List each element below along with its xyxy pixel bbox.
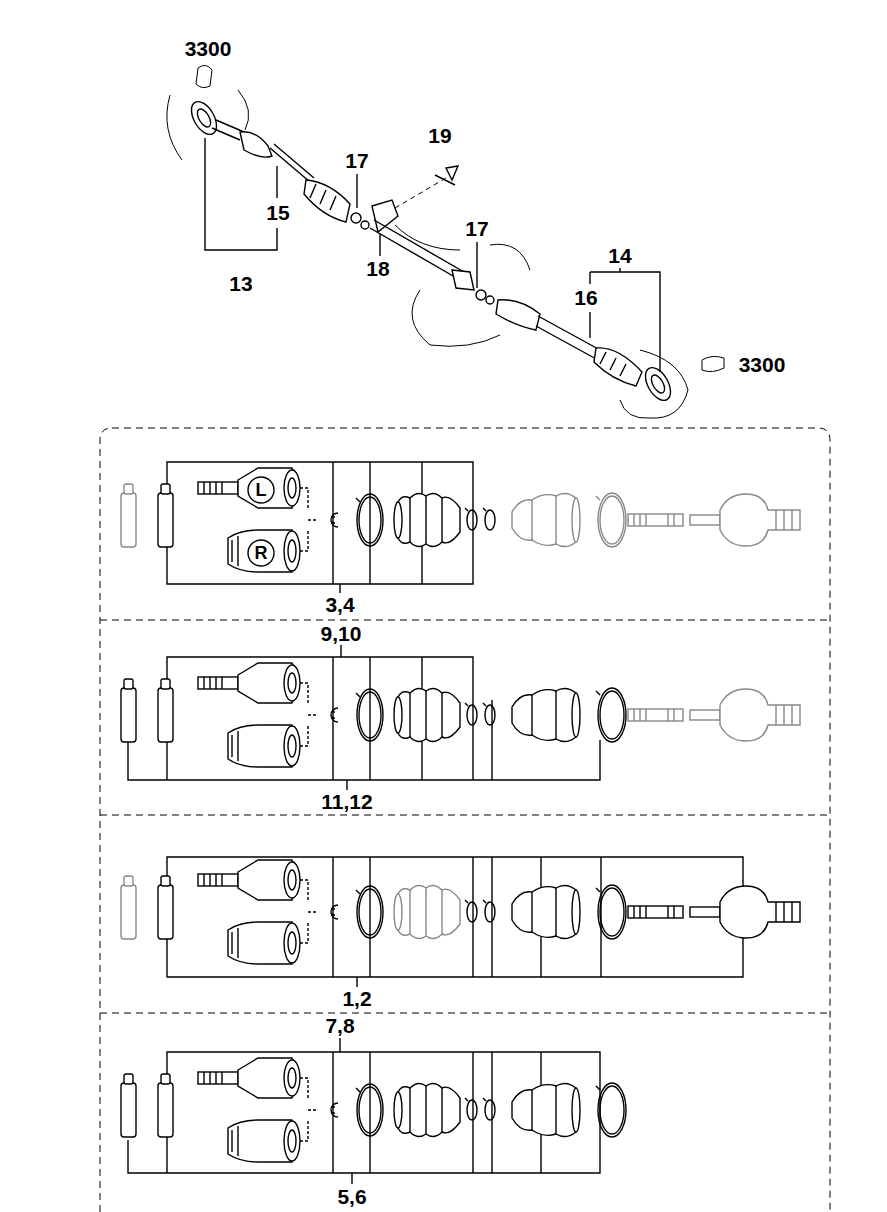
callout-number: 3300 (737, 353, 788, 376)
callout-number: 9,10 (319, 622, 364, 645)
callout-number: 16 (572, 286, 599, 309)
callout-number: 18 (364, 257, 391, 280)
callout-number: 5,6 (335, 1185, 368, 1208)
callout-number: R (255, 544, 268, 562)
callout-number: 17 (463, 217, 490, 240)
callout-number: 17 (343, 149, 370, 172)
callout-number: 15 (264, 201, 291, 224)
callout-number: L (256, 481, 267, 499)
callout-number: 7,8 (323, 1014, 356, 1037)
callout-number: 11,12 (319, 790, 374, 813)
callout-number: 3300 (183, 37, 234, 60)
callout-number: 1,2 (340, 987, 373, 1010)
callout-number: 14 (606, 244, 633, 267)
callout-number: 3,4 (323, 593, 356, 616)
callout-number: 19 (426, 124, 453, 147)
callout-number: 13 (227, 272, 254, 295)
